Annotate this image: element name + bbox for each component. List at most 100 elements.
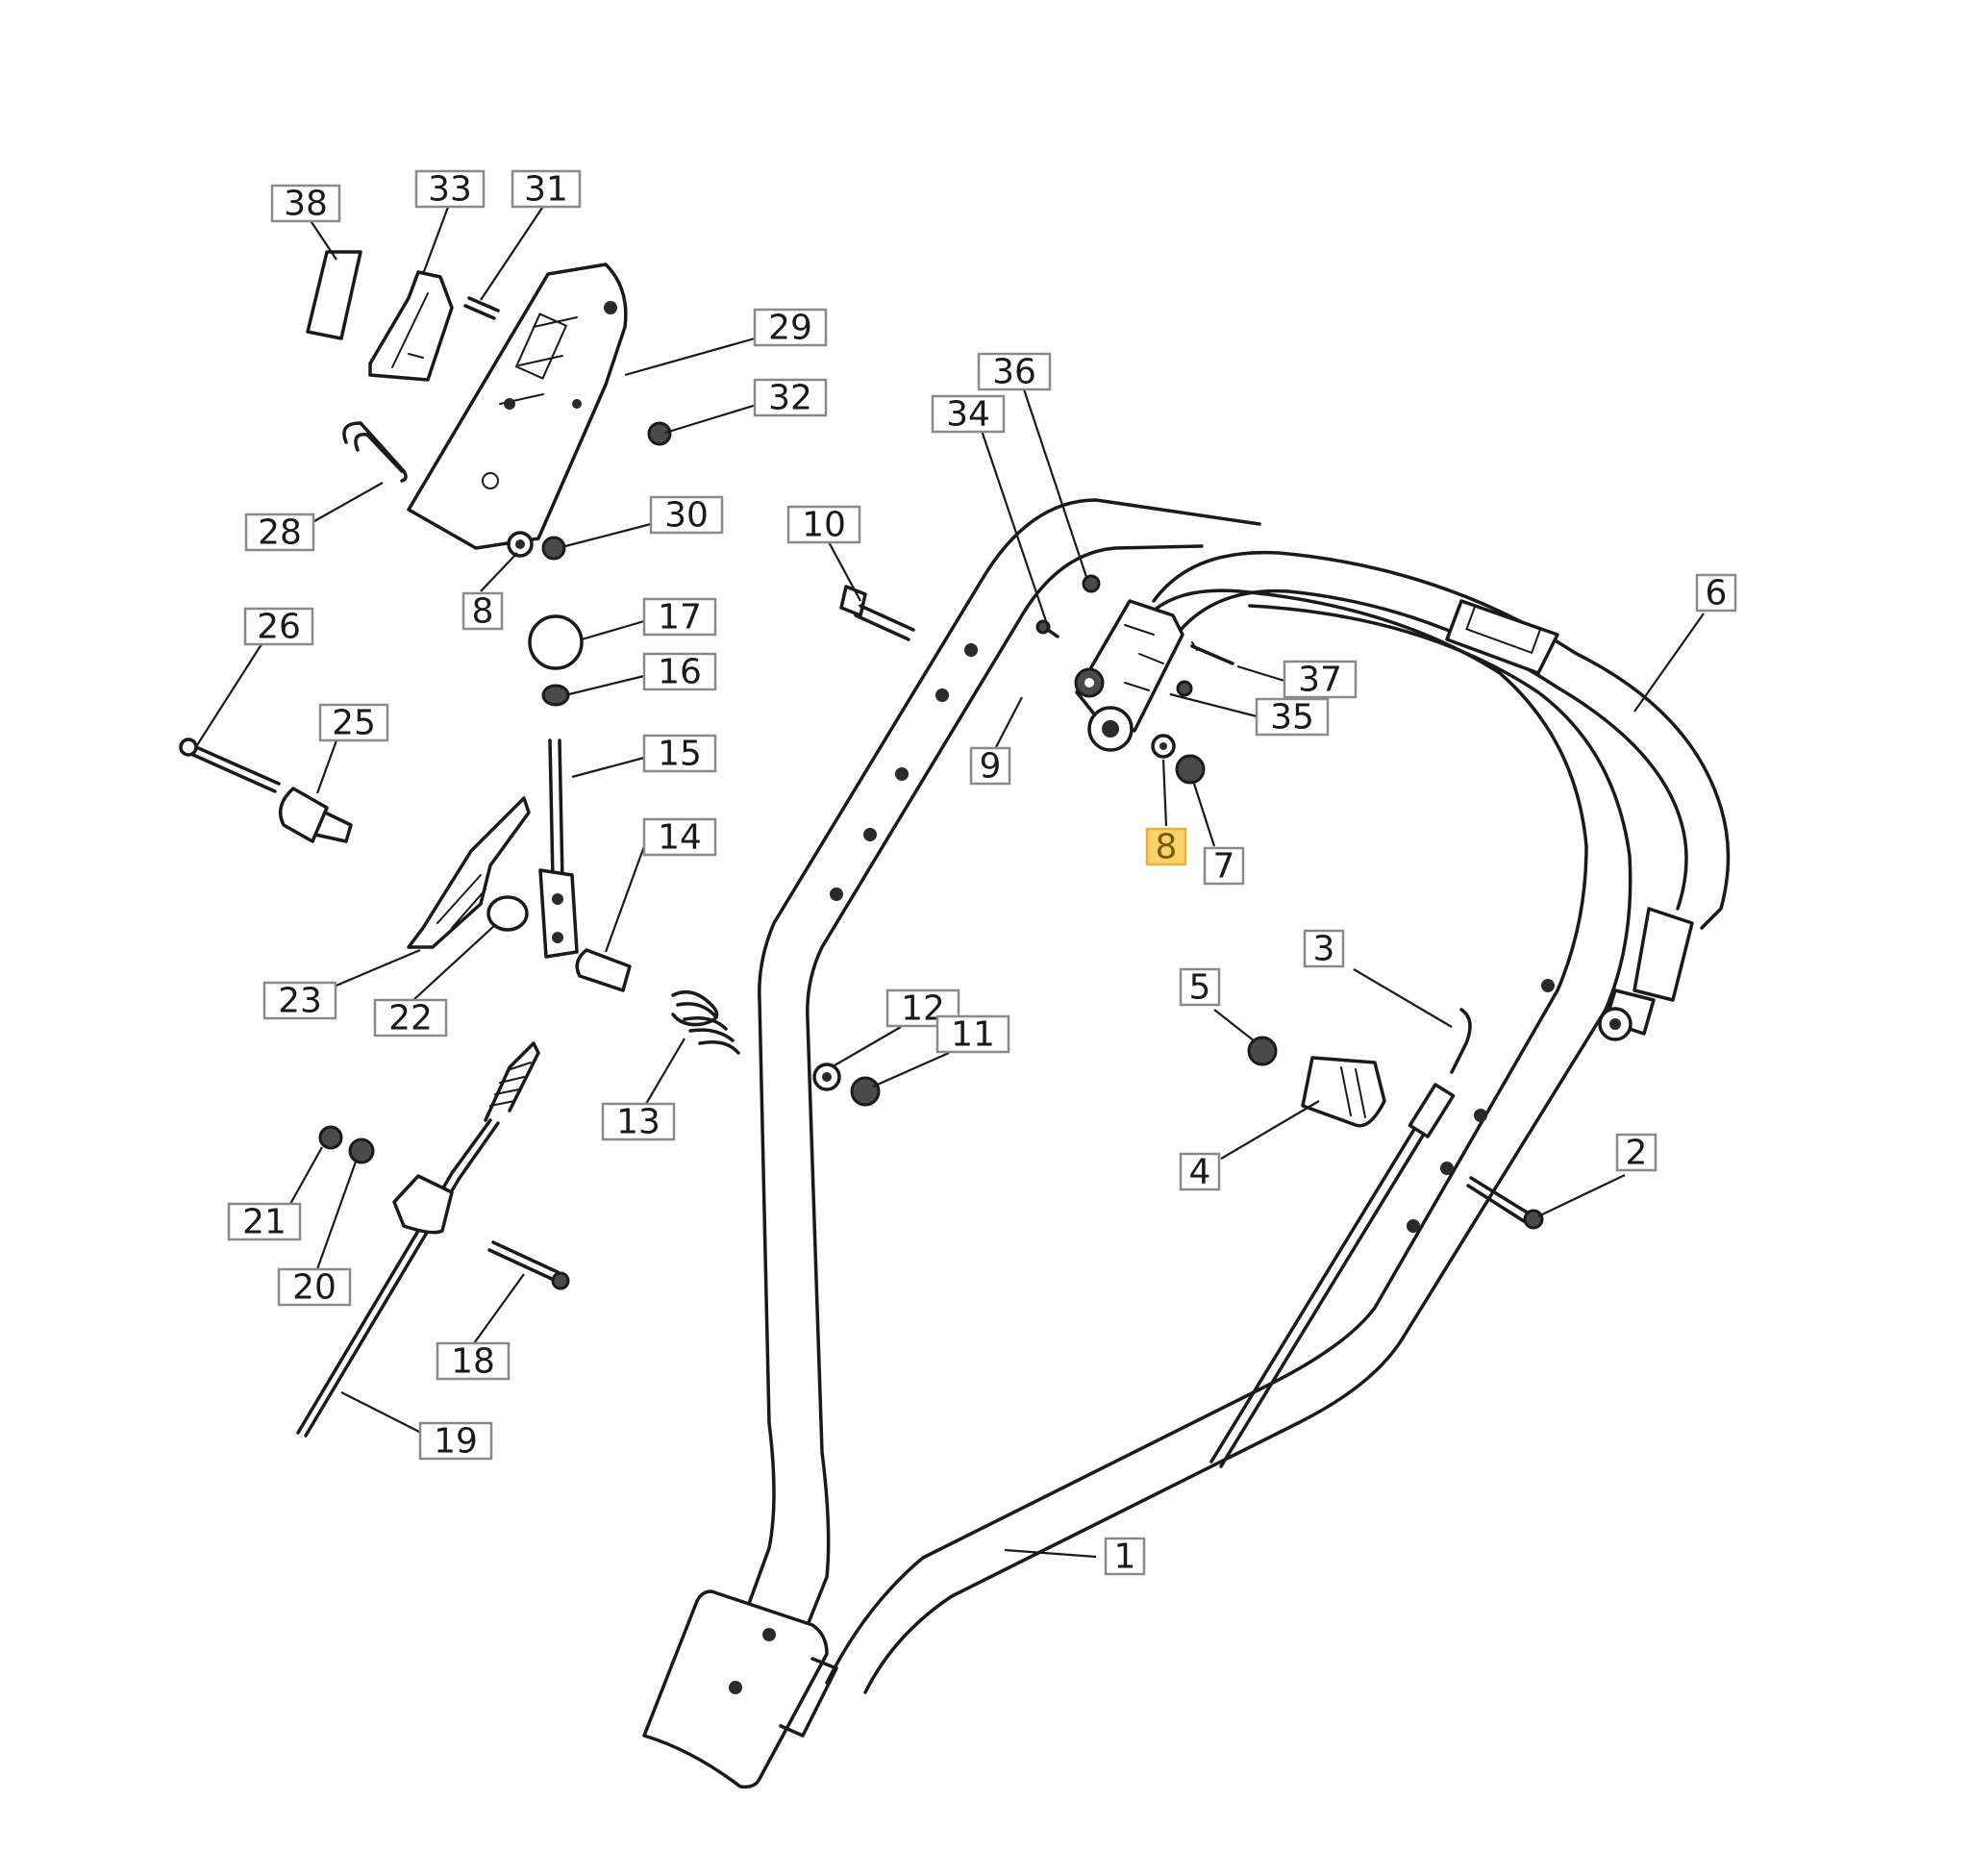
handle-frame [642, 498, 1731, 1789]
svg-text:2: 2 [1626, 1134, 1648, 1173]
callout-11[interactable]: 11 [935, 1015, 1010, 1055]
svg-text:19: 19 [434, 1422, 478, 1462]
callout-29[interactable]: 29 [753, 309, 828, 348]
svg-text:30: 30 [664, 496, 709, 536]
spacer-25 [278, 787, 353, 843]
bolt-26 [179, 738, 281, 793]
callout-36[interactable]: 36 [977, 353, 1052, 392]
pin-14 [575, 948, 632, 992]
svg-text:37: 37 [1298, 661, 1342, 700]
svg-text:16: 16 [658, 653, 702, 692]
callout-26[interactable]: 26 [243, 608, 314, 647]
svg-text:1: 1 [1114, 1538, 1136, 1577]
lever-23 [407, 796, 531, 949]
svg-text:11: 11 [951, 1015, 995, 1055]
spring-clip-28 [342, 421, 408, 483]
svg-text:28: 28 [258, 513, 302, 553]
callout-34[interactable]: 34 [931, 395, 1006, 435]
nut-21 [318, 1125, 343, 1150]
screw-31 [463, 296, 500, 320]
nut-30 [541, 536, 566, 561]
callout-14[interactable]: 14 [642, 818, 717, 858]
callout-18[interactable]: 18 [436, 1342, 511, 1382]
callout-22[interactable]: 22 [373, 999, 448, 1038]
callout-labels: 38 33 31 29 32 28 30 8 17 16 26 25 15 14… [227, 170, 1737, 1577]
svg-text:26: 26 [257, 608, 301, 647]
nut-16 [541, 684, 570, 707]
svg-text:20: 20 [292, 1268, 336, 1308]
grip-38 [306, 250, 362, 340]
svg-text:5: 5 [1189, 968, 1211, 1008]
callout-4[interactable]: 4 [1179, 1153, 1221, 1192]
callout-3[interactable]: 3 [1303, 930, 1345, 969]
leader-lines [196, 201, 1705, 1559]
callout-16[interactable]: 16 [642, 653, 717, 692]
callout-8-upper[interactable]: 8 [461, 592, 504, 632]
bolt-10 [839, 585, 915, 641]
svg-text:38: 38 [284, 185, 328, 224]
callout-31[interactable]: 31 [511, 170, 582, 210]
svg-text:4: 4 [1189, 1153, 1211, 1192]
svg-text:8: 8 [472, 592, 494, 632]
svg-text:22: 22 [388, 999, 433, 1038]
svg-text:8: 8 [1156, 828, 1178, 867]
pivot-bracket-assembly [1035, 574, 1234, 785]
svg-text:13: 13 [616, 1103, 660, 1142]
callout-37[interactable]: 37 [1283, 661, 1358, 700]
callout-28[interactable]: 28 [244, 513, 315, 553]
svg-text:34: 34 [946, 395, 990, 435]
cable-clamp-4 [1301, 1056, 1386, 1128]
callout-15[interactable]: 15 [642, 735, 717, 774]
callout-25[interactable]: 25 [318, 704, 389, 743]
callout-8-highlighted[interactable]: 8 [1145, 828, 1187, 867]
callout-2[interactable]: 2 [1615, 1134, 1657, 1173]
nut-5 [1247, 1036, 1278, 1066]
callout-19[interactable]: 19 [418, 1422, 493, 1462]
washer-20 [348, 1138, 375, 1164]
callout-9[interactable]: 9 [969, 747, 1011, 787]
svg-text:25: 25 [332, 704, 376, 743]
svg-text:31: 31 [524, 170, 568, 210]
svg-text:33: 33 [428, 170, 472, 210]
callout-5[interactable]: 5 [1179, 968, 1221, 1008]
callout-1[interactable]: 1 [1104, 1538, 1146, 1577]
control-rod-15 [538, 738, 579, 959]
svg-text:9: 9 [980, 747, 1002, 787]
svg-text:18: 18 [451, 1342, 495, 1382]
svg-text:7: 7 [1213, 847, 1235, 887]
callout-13[interactable]: 13 [601, 1103, 676, 1142]
screw-18 [487, 1240, 570, 1290]
svg-text:32: 32 [768, 379, 812, 418]
svg-text:21: 21 [242, 1203, 287, 1242]
svg-text:35: 35 [1270, 698, 1314, 738]
callout-30[interactable]: 30 [649, 496, 724, 536]
bolt-2 [1466, 1176, 1544, 1230]
svg-text:14: 14 [658, 818, 702, 858]
callout-10[interactable]: 10 [786, 506, 861, 545]
callout-7[interactable]: 7 [1203, 847, 1245, 887]
svg-text:23: 23 [278, 982, 322, 1021]
callout-32[interactable]: 32 [753, 379, 828, 418]
svg-text:17: 17 [658, 598, 702, 638]
svg-text:3: 3 [1313, 930, 1335, 969]
svg-text:29: 29 [768, 309, 812, 348]
svg-text:10: 10 [802, 506, 846, 545]
roller-22 [486, 895, 529, 932]
callout-33[interactable]: 33 [414, 170, 486, 210]
svg-text:6: 6 [1706, 574, 1728, 613]
control-cable [1209, 1008, 1472, 1468]
callout-35[interactable]: 35 [1255, 698, 1330, 738]
callout-38[interactable]: 38 [270, 185, 341, 224]
callout-20[interactable]: 20 [277, 1268, 352, 1308]
svg-text:15: 15 [658, 735, 702, 774]
svg-text:36: 36 [992, 353, 1036, 392]
cable-19 [296, 1041, 540, 1438]
callout-17[interactable]: 17 [642, 598, 717, 638]
spring-13 [671, 989, 740, 1055]
clip-33 [368, 270, 454, 382]
knob-17 [528, 614, 584, 670]
callout-23[interactable]: 23 [262, 982, 337, 1021]
callout-6[interactable]: 6 [1695, 574, 1737, 613]
callout-21[interactable]: 21 [227, 1203, 302, 1242]
